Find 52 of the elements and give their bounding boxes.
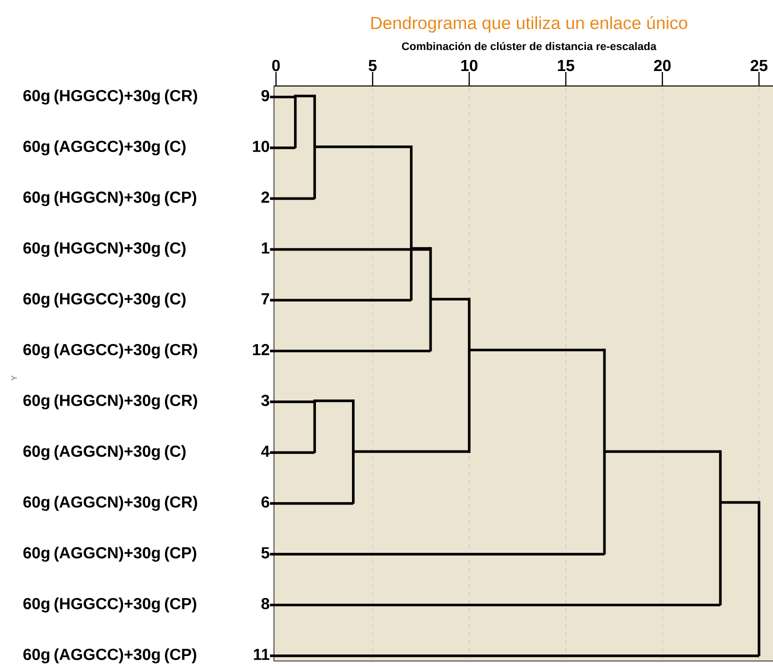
- dendrogram-link: [270, 96, 296, 98]
- dendrogram-link: [270, 197, 315, 200]
- tick-label: 20: [654, 60, 671, 72]
- dendrogram-link: [270, 654, 759, 658]
- cluster-join: [603, 348, 606, 554]
- tick-label: 5: [368, 60, 377, 72]
- cluster-join: [429, 247, 432, 352]
- dendrogram-link: [314, 400, 354, 402]
- cluster-join: [352, 400, 355, 504]
- leaf-label: 60g (AGGCC)+30g (CR) 12: [23, 344, 270, 358]
- dendrogram-link: [469, 348, 604, 352]
- dendrogram-link: [270, 604, 720, 606]
- leaf-label: 60g (AGGCN)+30g (CR) 6: [23, 496, 270, 511]
- chart-title: Dendrograma que utiliza un enlace único: [371, 16, 688, 33]
- cluster-join: [294, 94, 297, 148]
- dendrogram-link: [314, 146, 412, 148]
- dendrogram-link: [720, 501, 759, 504]
- cluster-join: [758, 501, 760, 656]
- cluster-join: [313, 94, 316, 199]
- cluster-join: [468, 298, 470, 453]
- leaf-label: 60g (HGGCN)+30g (CP) 2: [23, 191, 270, 206]
- cluster-join: [719, 450, 722, 606]
- dendrogram-link: [270, 400, 315, 404]
- leaf-label: 60g (HGGCC)+30g (CR) 9: [23, 90, 270, 104]
- leaf-label: 60g (HGGCN)+30g (C) 1: [23, 242, 270, 257]
- tick-label: 10: [461, 60, 478, 72]
- dendrogram-link: [353, 450, 470, 453]
- dendrogram-link: [270, 146, 296, 150]
- leaf-label: 60g (HGGCN)+30g (CR) 3: [23, 394, 270, 410]
- dendrogram-link: [270, 502, 354, 505]
- leaf-label: 60g (AGGCC)+30g (CP) 11: [23, 648, 270, 664]
- dendrogram-link: [295, 94, 315, 98]
- dendrogram-link: [270, 298, 412, 302]
- dendrogram-link: [411, 247, 431, 250]
- axis-label: Y: [11, 376, 17, 380]
- cluster-join: [313, 400, 316, 453]
- dendrogram-link: [270, 552, 604, 556]
- dendrogram-link: [604, 450, 720, 453]
- tick-label: 0: [272, 60, 280, 72]
- tick-label: 15: [558, 60, 574, 72]
- dendrogram-link: [430, 298, 470, 300]
- tick-label: 25: [750, 60, 768, 72]
- leaf-label: 60g (HGGCC)+30g (CP) 8: [23, 598, 270, 612]
- leaf-label: 60g (AGGCN)+30g (C) 4: [23, 445, 270, 460]
- dendrogram-link: [270, 350, 431, 352]
- cluster-join: [410, 146, 413, 300]
- axis-title: Combinación de clúster de distancia re-escalada: [402, 42, 657, 50]
- leaf-label: 60g (AGGCN)+30g (CP) 5: [23, 546, 270, 562]
- dendrogram-link: [270, 451, 315, 454]
- leaf-label: 60g (HGGCC)+30g (C) 7: [23, 292, 270, 308]
- leaf-label: 60g (AGGCC)+30g (C) 10: [23, 140, 270, 156]
- dendrogram-link: [270, 248, 431, 251]
